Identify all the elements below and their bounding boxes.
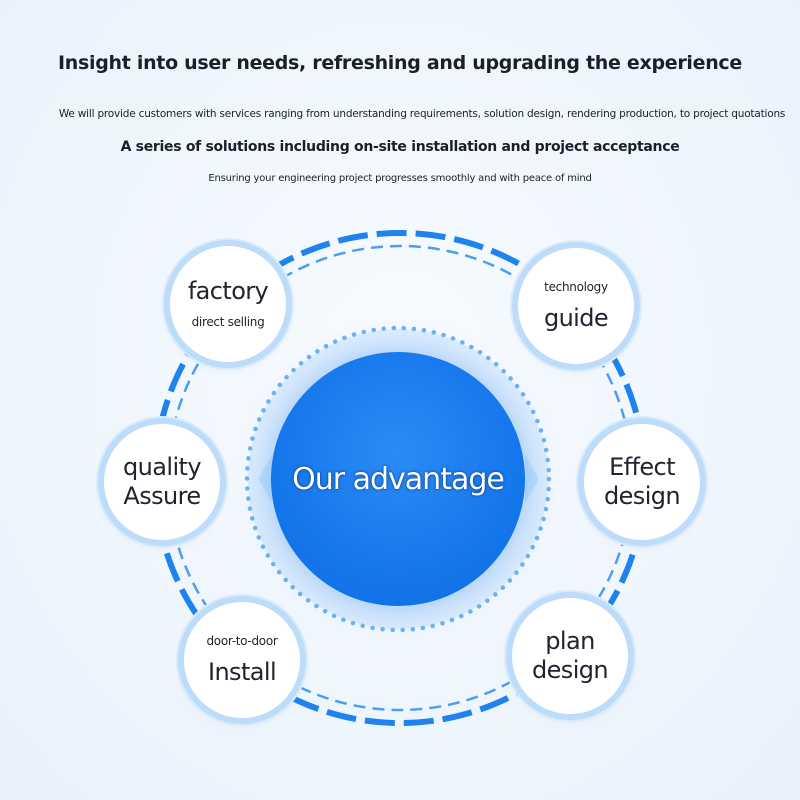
center-label: Our advantage	[292, 461, 505, 497]
core-chevron-right	[525, 455, 539, 503]
node-install-subtitle: door-to-door	[206, 634, 278, 649]
node-effect-design: Effect design	[584, 424, 700, 540]
intro-line-services: We will provide customers with services …	[58, 108, 786, 120]
dotted-ring	[244, 325, 552, 633]
node-door-to-door-install: door-to-door Install	[184, 602, 300, 718]
node-quality-line2: Assure	[123, 482, 201, 510]
node-plan-line2: design	[531, 656, 609, 684]
node-effect-line2: design	[603, 482, 681, 510]
core-chevron-left	[258, 455, 272, 503]
node-technology-title: guide	[543, 304, 609, 332]
node-install-title: Install	[207, 658, 277, 686]
intro-line-solutions: A series of solutions including on-site …	[120, 139, 680, 155]
page-title: Insight into user needs, refreshing and …	[58, 52, 742, 74]
center-advantage-circle: Our advantage	[271, 352, 525, 606]
node-factory-subtitle: direct selling	[191, 315, 265, 329]
node-factory-title: factory	[187, 277, 269, 306]
node-quality-line1: quality	[123, 453, 202, 482]
node-plan-line1: plan	[545, 627, 595, 656]
node-factory-direct-selling: factory direct selling	[170, 246, 286, 362]
intro-line-assurance: Ensuring your engineering project progre…	[208, 173, 592, 184]
node-effect-line1: Effect	[609, 453, 675, 482]
node-quality-assure: quality Assure	[104, 424, 220, 540]
node-technology-subtitle: technology	[544, 280, 608, 295]
node-plan-design: plan design	[512, 598, 628, 714]
node-technology-guide: technology guide	[518, 248, 634, 364]
